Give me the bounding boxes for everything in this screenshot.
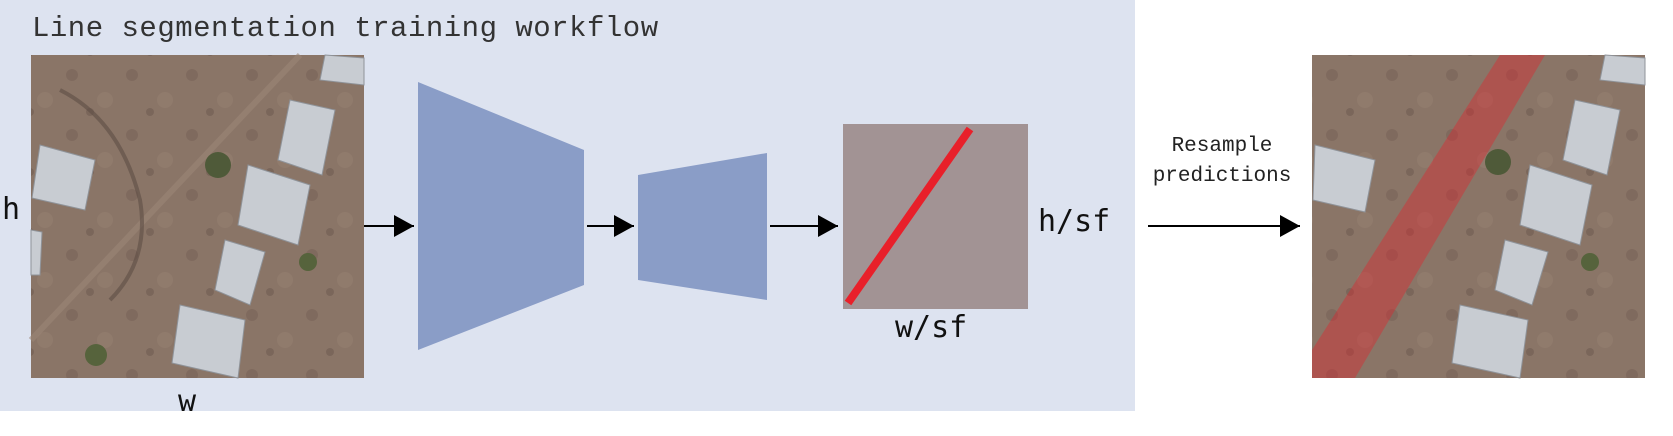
prediction-output	[843, 124, 1028, 309]
diagram-title: Line segmentation training workflow	[32, 12, 659, 45]
decoder-block	[638, 153, 767, 300]
predicted-line	[844, 126, 974, 306]
resample-label: Resample predictions	[1132, 132, 1312, 192]
resampled-result-image	[1312, 54, 1646, 379]
input-aerial-image	[28, 52, 365, 379]
resample-label-line2: predictions	[1152, 165, 1292, 188]
input-height-label: h	[2, 192, 21, 227]
prediction-overlay	[1312, 55, 1545, 378]
output-height-label: h/sf	[1038, 204, 1111, 239]
input-width-label: w	[178, 384, 197, 419]
encoder-block	[418, 82, 584, 350]
resample-label-line1: Resample	[1171, 135, 1273, 158]
output-width-label: w/sf	[895, 310, 968, 345]
